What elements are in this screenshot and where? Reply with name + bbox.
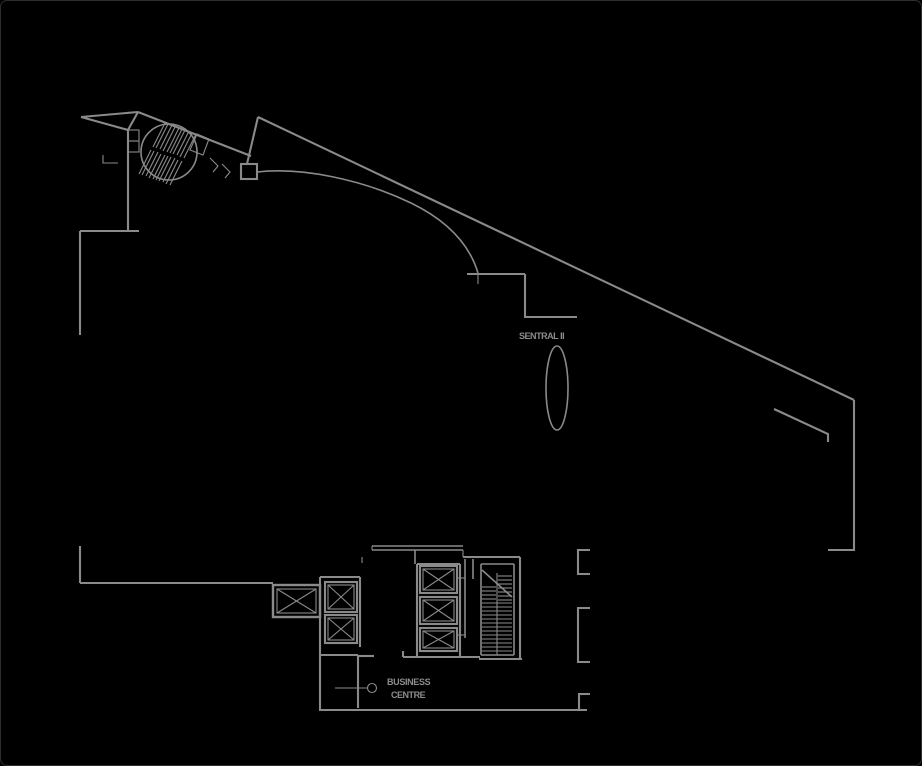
elevator-box bbox=[323, 580, 359, 614]
middle-elevator-bank bbox=[361, 545, 480, 659]
business-centre-text-line1: BUSINESS bbox=[387, 677, 431, 687]
right-wall-openings bbox=[576, 548, 590, 710]
column-ellipse bbox=[545, 345, 569, 431]
elevator-box bbox=[418, 626, 459, 653]
stair-core bbox=[462, 550, 522, 661]
concourse-arc bbox=[256, 170, 577, 319]
elevator-box bbox=[418, 564, 459, 595]
elevator-box bbox=[418, 595, 459, 626]
escalator-treads bbox=[138, 122, 231, 186]
left-elevator-group bbox=[271, 575, 374, 710]
perimeter-walls bbox=[78, 110, 856, 585]
zone-label: SENTRAL II bbox=[519, 331, 565, 341]
elevator-box bbox=[323, 613, 359, 645]
zone-label-text: SENTRAL II bbox=[519, 331, 565, 341]
spiral-feature bbox=[140, 123, 198, 181]
business-centre-text-line2: CENTRE bbox=[391, 690, 426, 700]
leader-circle-icon bbox=[366, 682, 378, 694]
business-centre-label: BUSINESS CENTRE bbox=[335, 677, 431, 700]
